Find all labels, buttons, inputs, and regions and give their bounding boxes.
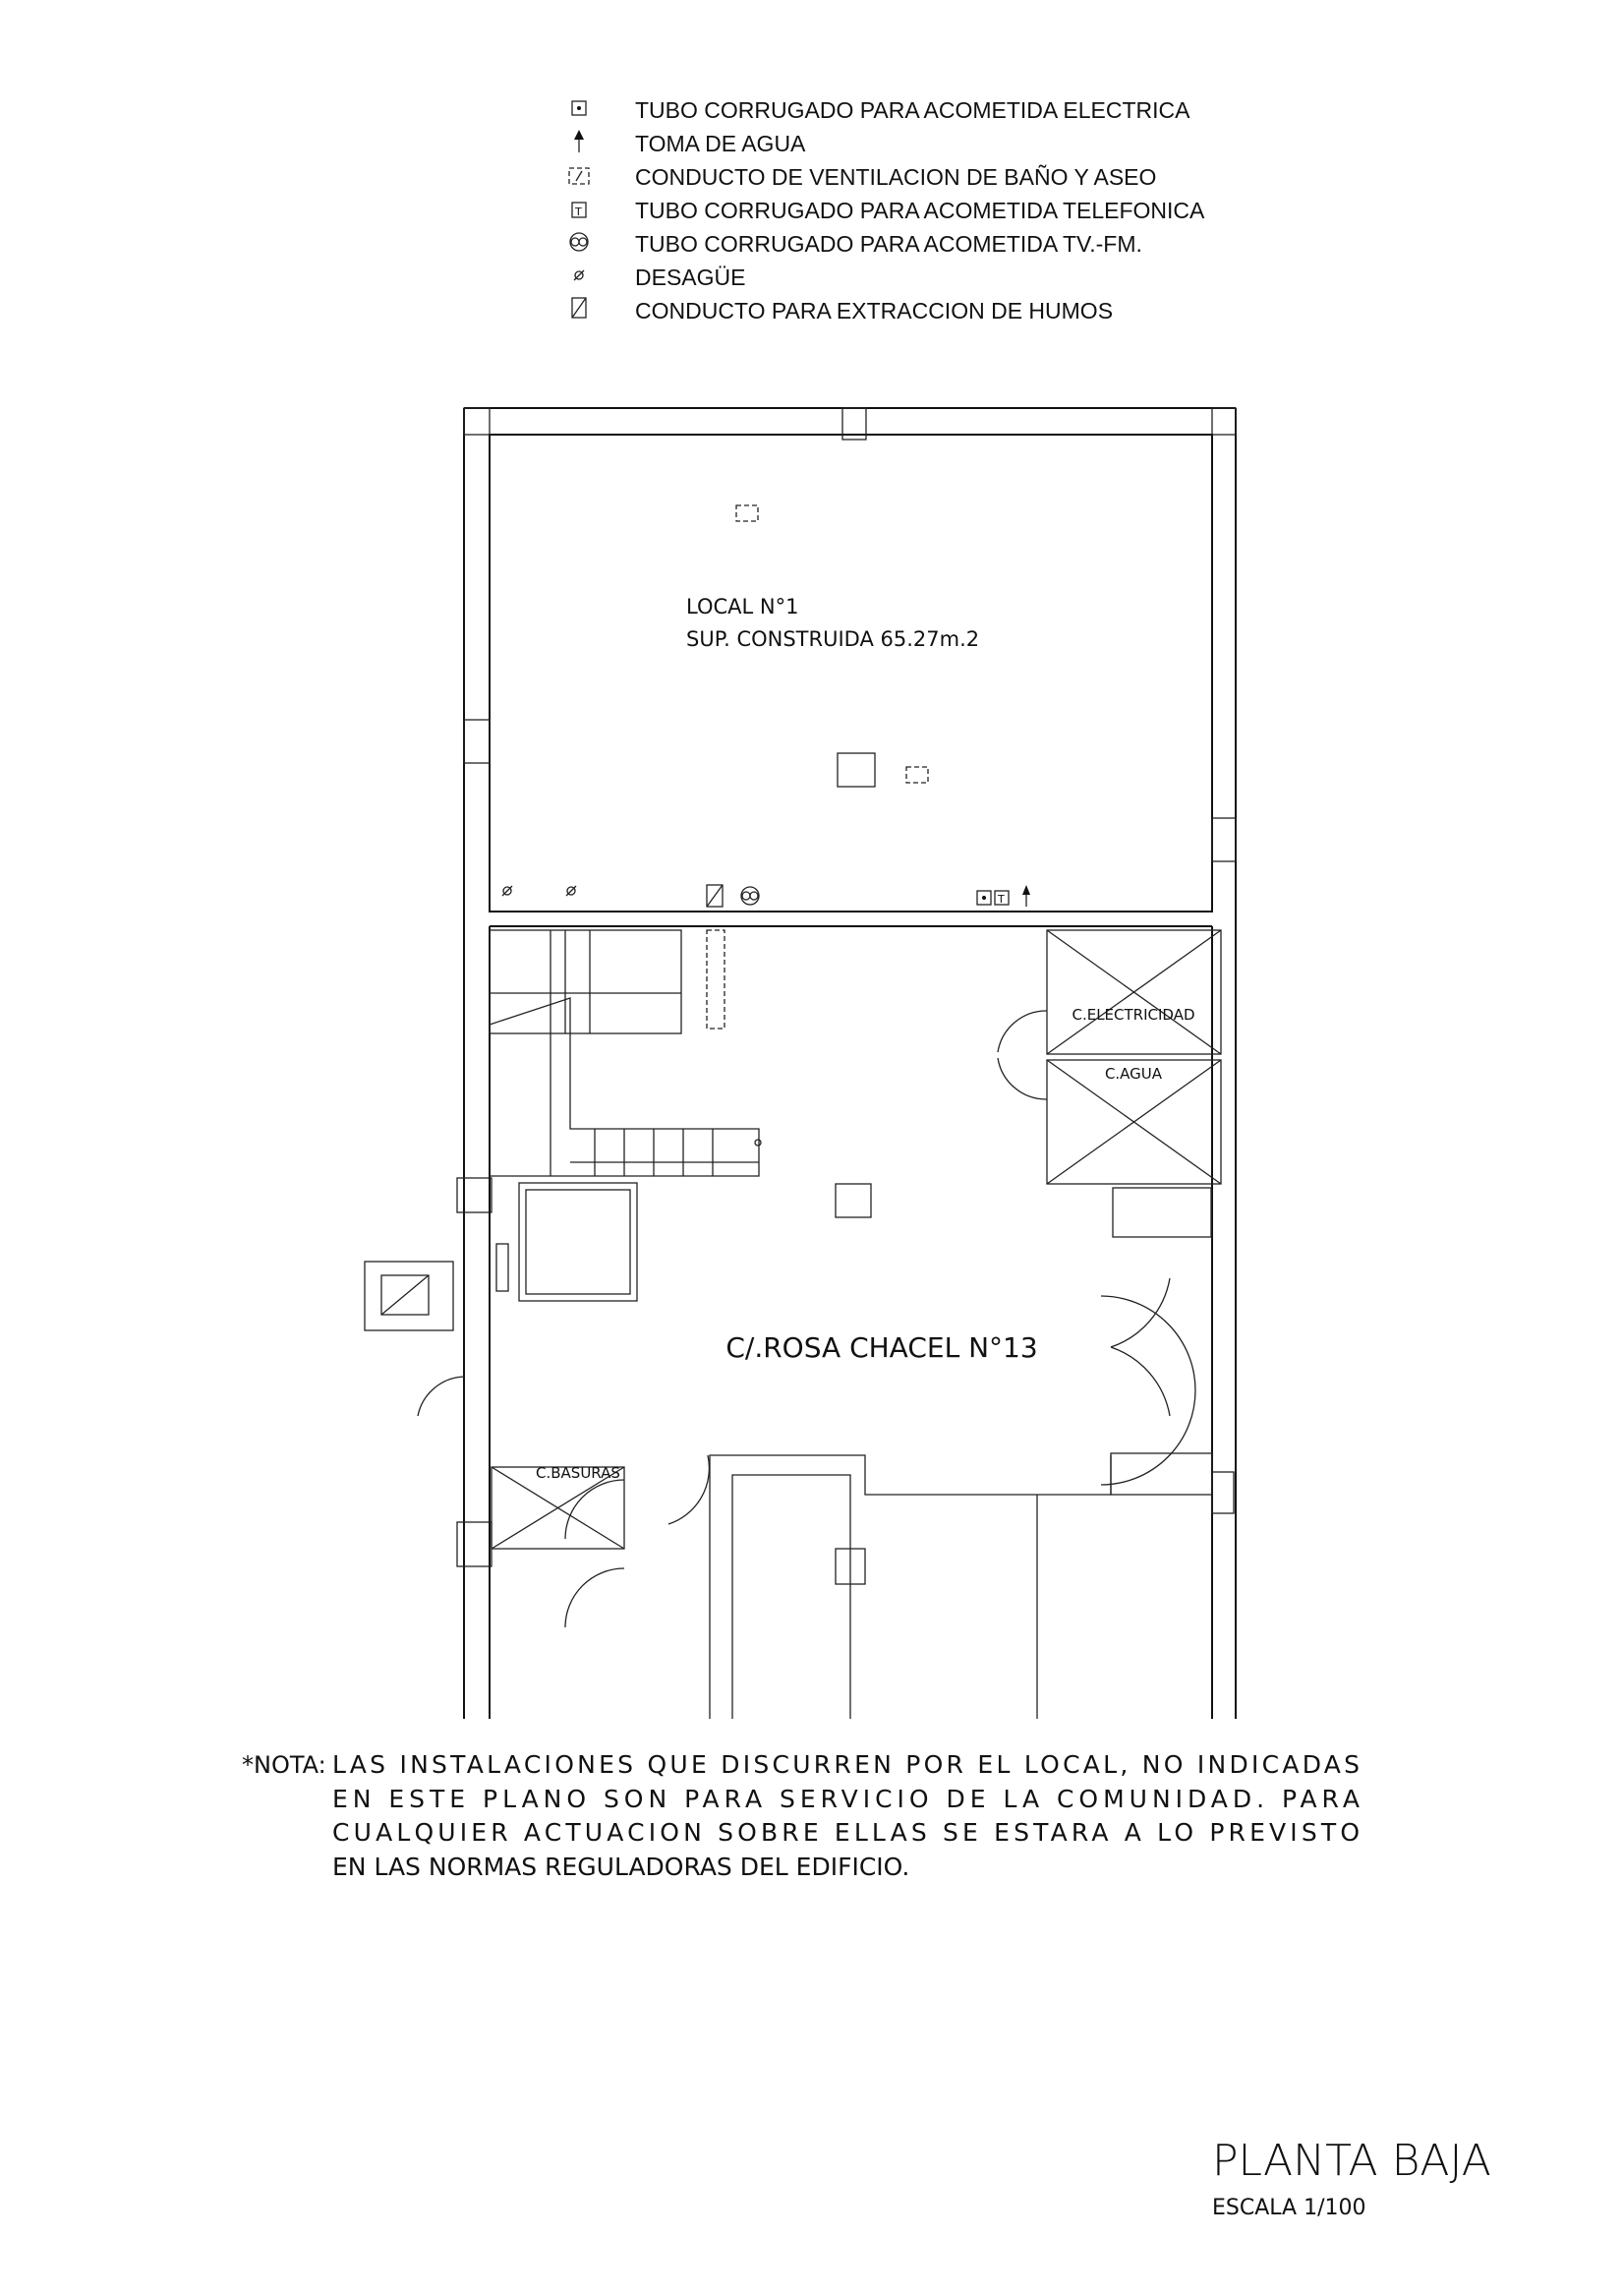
drawing-title: PLANTA BAJA: [1212, 2136, 1491, 2186]
legend-label: TUBO CORRUGADO PARA ACOMETIDA TV.-FM.: [635, 231, 1142, 257]
room-label-garbage: C.BASURAS: [536, 1464, 620, 1482]
svg-text:T: T: [997, 893, 1005, 906]
water-intake-arrow-icon: [1022, 885, 1030, 907]
drain-icon: [573, 269, 585, 281]
staircase: [456, 929, 762, 1302]
legend-label: TUBO CORRUGADO PARA ACOMETIDA TELEFONICA: [635, 198, 1205, 223]
service-rooms: [417, 929, 1235, 1719]
smoke-extraction-icon: [706, 884, 724, 908]
legend: T TUBO CORRUGADO PARA ACOMETIDA ELECTRIC…: [568, 97, 1205, 324]
telephone-conduit-icon: T: [571, 202, 587, 218]
electric-conduit-icon: [571, 100, 587, 116]
electric-conduit-icon: [976, 890, 992, 906]
room-label-water: C.AGUA: [1105, 1065, 1163, 1083]
legend-label: CONDUCTO DE VENTILACION DE BAÑO Y ASEO: [635, 164, 1156, 190]
ventilation-duct-icon: [568, 167, 590, 185]
installation-symbols: T: [501, 504, 1030, 1218]
elevator: [518, 1182, 638, 1302]
local-name: LOCAL N°1: [686, 595, 798, 618]
legend-label: TOMA DE AGUA: [635, 131, 806, 156]
local-area: SUP. CONSTRUIDA 65.27m.2: [686, 627, 979, 651]
building-walls: [364, 407, 1237, 1719]
note-prefix: *NOTA:: [242, 1751, 326, 1779]
tv-fm-conduit-icon: [740, 886, 760, 906]
note-line: EN ESTE PLANO SON PARA SERVICIO DE LA CO…: [332, 1785, 1360, 1813]
local-room: [489, 434, 1213, 913]
address-label: C/.ROSA CHACEL N°13: [725, 1331, 1037, 1364]
legend-label: DESAGÜE: [635, 265, 745, 290]
pillar: [837, 752, 876, 788]
pillar: [835, 1183, 872, 1218]
drain-icon: [565, 885, 577, 897]
svg-text:T: T: [574, 206, 582, 218]
note: *NOTA: LAS INSTALACIONES QUE DISCURREN P…: [242, 1750, 1360, 1881]
telephone-conduit-icon: T: [994, 890, 1010, 906]
legend-label: TUBO CORRUGADO PARA ACOMETIDA ELECTRICA: [635, 97, 1190, 123]
water-intake-arrow-icon: [574, 130, 584, 152]
legend-label: CONDUCTO PARA EXTRACCION DE HUMOS: [635, 298, 1113, 324]
ventilation-duct-icon: [735, 504, 759, 522]
note-line: LAS INSTALACIONES QUE DISCURREN POR EL L…: [332, 1750, 1360, 1779]
drain-icon: [501, 885, 513, 897]
note-line: EN LAS NORMAS REGULADORAS DEL EDIFICIO.: [332, 1853, 909, 1881]
drawing-scale: ESCALA 1/100: [1212, 2196, 1365, 2220]
ventilation-duct-icon: [905, 766, 929, 784]
note-line: CUALQUIER ACTUACION SOBRE ELLAS SE ESTAR…: [332, 1818, 1360, 1847]
tv-fm-conduit-icon: [569, 232, 589, 252]
smoke-extraction-icon: [571, 297, 587, 319]
room-label-electricity: C.ELECTRICIDAD: [1072, 1006, 1194, 1024]
